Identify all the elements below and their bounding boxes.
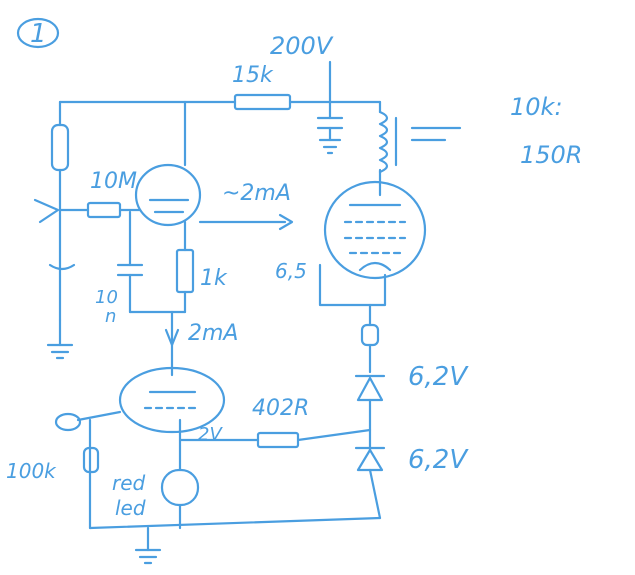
zener-diode-1 xyxy=(354,323,386,402)
output-transformer: 10k: 150R xyxy=(378,93,582,174)
supply-voltage-label: 200V xyxy=(270,32,334,60)
r-pot-label: 100k xyxy=(6,459,57,483)
r-top-label: 15k xyxy=(232,63,274,88)
resistor-402R xyxy=(256,431,300,449)
cap-value-label: 10 xyxy=(95,287,118,308)
cap-unit-label: n xyxy=(105,306,116,327)
tube-type-label: 6,5 xyxy=(275,259,307,283)
input-potentiometer xyxy=(33,123,76,360)
resistor-10M xyxy=(86,201,122,219)
page-number: 1 xyxy=(30,19,47,49)
led-label-line2: led xyxy=(115,496,146,520)
page-number-mark: 1 xyxy=(16,17,60,49)
r-cathode-label: 1k xyxy=(200,266,228,291)
r-grid-label: 10M xyxy=(90,169,137,194)
current-arrow xyxy=(164,328,180,347)
led-voltage-label: 2V xyxy=(198,424,223,445)
triode-1 xyxy=(134,163,202,227)
current-input-label: ~2mA xyxy=(222,181,291,206)
resistor-15k xyxy=(233,93,292,111)
current-mid-label: 2mA xyxy=(188,321,238,346)
pot-100k xyxy=(54,412,100,474)
zener1-label: 6,2V xyxy=(408,362,469,392)
transformer-secondary-label: 150R xyxy=(520,141,582,169)
supply-capacitor xyxy=(316,116,344,155)
transformer-ratio-label: 10k: xyxy=(510,93,563,121)
led-label-line1: red xyxy=(112,471,146,495)
red-led xyxy=(160,468,200,507)
ground-symbol xyxy=(134,548,162,565)
pentode-tube xyxy=(323,180,427,280)
capacitor-10n xyxy=(116,263,144,314)
zener2-label: 6,2V xyxy=(408,445,469,475)
r-mid-label: 402R xyxy=(252,396,309,421)
zener-diode-2 xyxy=(354,446,386,472)
resistor-1k xyxy=(175,248,195,294)
triode-3 xyxy=(118,366,226,434)
